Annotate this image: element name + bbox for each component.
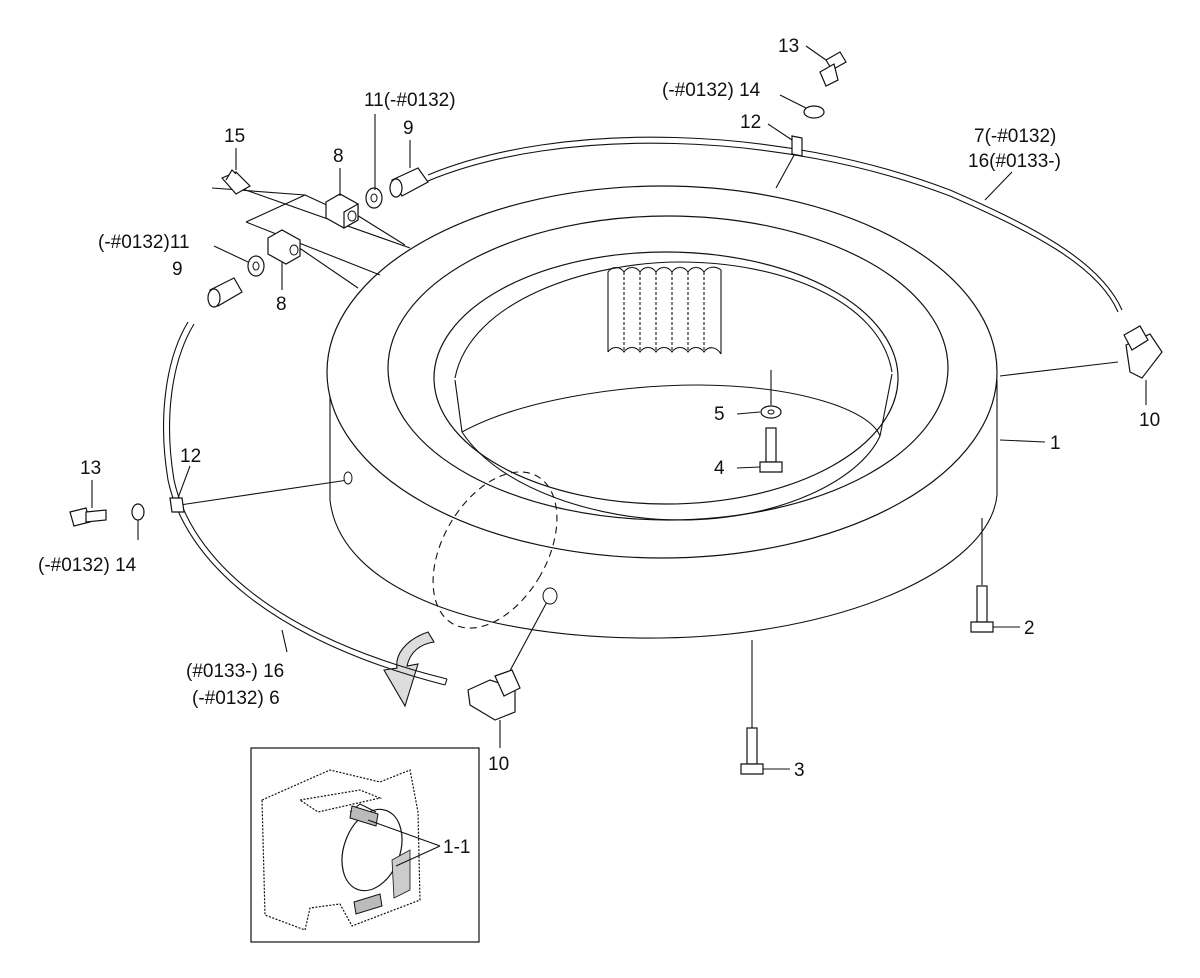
connector-9-top (389, 167, 429, 198)
label-1-1: 1-1 (443, 837, 470, 858)
washer-14-top (803, 105, 825, 119)
label-5: 5 (714, 404, 725, 425)
adapter-block-8-top (325, 193, 359, 230)
bolt-13-left (69, 507, 107, 527)
label-13-top: 13 (778, 36, 799, 57)
label-12-left: 12 (180, 446, 201, 467)
washer-14-left (131, 503, 145, 521)
adapter-block-8-left (267, 229, 301, 265)
label-8-top: 8 (333, 146, 344, 167)
label-7: 7(-#0132) (974, 126, 1056, 147)
label-10-right: 10 (1139, 410, 1160, 431)
label-10-bottom: 10 (488, 754, 509, 775)
label-11-left: (-#0132)11 (98, 232, 190, 253)
elbow-fitting-10-bottom (467, 669, 521, 721)
label-14-left: (-#0132) 14 (38, 555, 137, 576)
label-8-left: 8 (276, 294, 287, 315)
label-13-left: 13 (80, 458, 101, 479)
label-4: 4 (714, 458, 725, 479)
label-15: 15 (224, 126, 245, 147)
label-3: 3 (794, 760, 805, 781)
grease-nipple-15 (221, 169, 251, 195)
elbow-fitting-10-right (1123, 325, 1163, 379)
connector-9-left (207, 277, 243, 308)
bolt-4 (759, 427, 783, 473)
callout-labels: 13 (-#0132) 14 12 7(-#0132) 16(#0133-) 1… (38, 36, 1160, 858)
label-11-top: 11(-#0132) (364, 90, 456, 111)
label-1: 1 (1050, 433, 1061, 454)
label-9-left: 9 (172, 259, 183, 280)
label-2: 2 (1024, 618, 1035, 639)
clip-12-left (169, 497, 185, 513)
label-16-bottom: (#0133-) 16 (186, 661, 284, 682)
label-9-top: 9 (403, 118, 414, 139)
clip-12-top (791, 135, 803, 157)
detail-callout-circle (432, 471, 558, 629)
label-14-top: (-#0132) 14 (662, 80, 761, 101)
label-6: (-#0132) 6 (192, 688, 280, 709)
bolt-3 (740, 727, 764, 775)
bolt-13-top (819, 51, 847, 87)
label-16-top: 16(#0133-) (968, 151, 1061, 172)
label-12-top: 12 (740, 112, 761, 133)
label-leaders (91, 45, 1147, 770)
internal-gear-teeth (607, 266, 722, 355)
detail-inset (250, 747, 480, 943)
slewing-ring (326, 185, 998, 639)
bolt-2 (970, 585, 994, 633)
